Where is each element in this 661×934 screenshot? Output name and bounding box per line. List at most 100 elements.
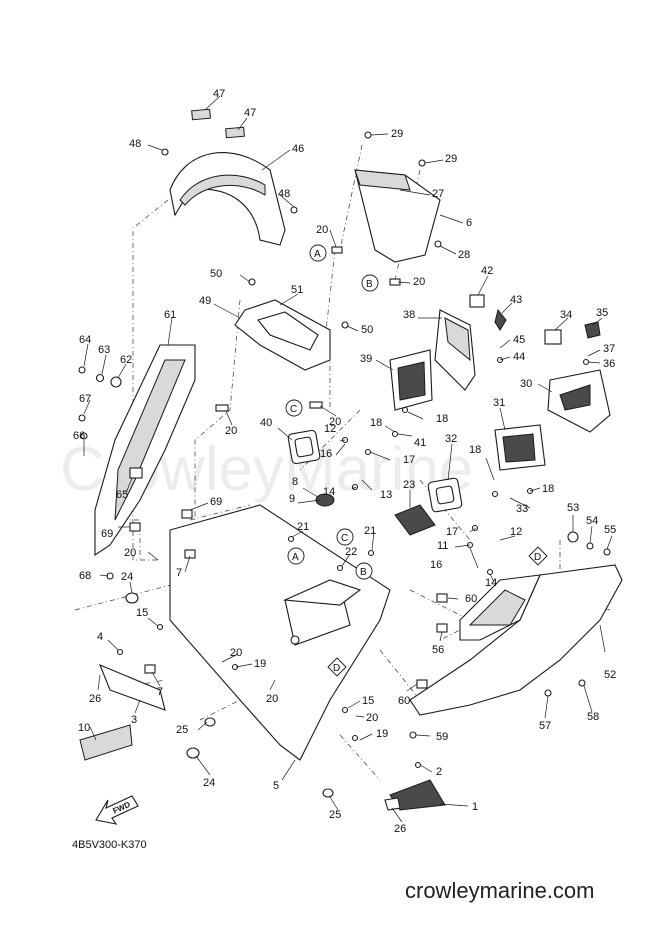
callout-44: 44 (513, 351, 525, 363)
callout-5: 5 (273, 780, 279, 792)
leader-lines (83, 95, 613, 823)
callout-1: 1 (472, 801, 478, 813)
part-24-damper-b (186, 747, 200, 759)
callout-47: 47 (244, 107, 256, 119)
part-47-pad-b (225, 126, 245, 139)
callout-21: 21 (297, 521, 309, 533)
callout-51: 51 (291, 284, 303, 296)
part-23-grille (394, 504, 436, 536)
callout-16: 16 (320, 448, 332, 460)
part-69-clip-b (129, 522, 141, 532)
svg-text:A: A (292, 552, 299, 563)
callout-4: 4 (97, 631, 103, 643)
callout-49: 49 (199, 295, 211, 307)
part-56-clip (436, 623, 448, 633)
ref-b-mid (355, 562, 373, 580)
ref-b-top (361, 274, 379, 292)
diagram-code: 4B5V300-K370 (72, 839, 147, 851)
callout-54: 54 (586, 515, 598, 527)
part-20-clip-d (215, 404, 229, 412)
part-66-collar (80, 432, 88, 440)
ref-a-top (309, 244, 327, 262)
callout-62: 62 (120, 354, 132, 366)
callout-35: 35 (596, 307, 608, 319)
part-5-frame (169, 504, 391, 761)
callout-69: 69 (101, 528, 113, 540)
callout-45: 45 (513, 334, 525, 346)
callout-2: 2 (436, 766, 442, 778)
callout-3: 3 (131, 714, 137, 726)
callout-61: 61 (164, 309, 176, 321)
callout-15: 15 (136, 607, 148, 619)
part-20-clip-c (309, 401, 323, 409)
callout-8: 8 (292, 476, 298, 488)
callout-43: 43 (510, 294, 522, 306)
callout-24: 24 (121, 571, 133, 583)
part-25-spring (204, 717, 216, 727)
part-35-clip (584, 321, 601, 339)
svg-text:B: B (366, 279, 373, 290)
part-50-screw-b (341, 321, 349, 329)
callout-6: 6 (466, 217, 472, 229)
part-58-bolt (578, 679, 586, 687)
callout-26: 26 (394, 823, 406, 835)
part-29-screw-b (418, 159, 426, 167)
callout-66: 66 (73, 430, 85, 442)
part-29-screw (364, 131, 372, 139)
callout-39: 39 (360, 353, 372, 365)
callout-50: 50 (361, 324, 373, 336)
callout-21: 21 (364, 525, 376, 537)
part-64-bolt (78, 366, 86, 374)
callout-59: 59 (436, 731, 448, 743)
callout-15: 15 (362, 695, 374, 707)
callout-60: 60 (465, 593, 477, 605)
callout-47: 47 (213, 88, 225, 100)
part-48-screw-b (290, 206, 298, 214)
ref-c-mid (336, 528, 354, 546)
callout-63: 63 (98, 344, 110, 356)
part-55-bolt (603, 548, 611, 556)
svg-text:C: C (290, 404, 297, 415)
callout-36: 36 (603, 358, 615, 370)
callout-18: 18 (542, 483, 554, 495)
part-59-screw (409, 731, 417, 739)
callout-20: 20 (413, 276, 425, 288)
callout-69: 69 (210, 496, 222, 508)
callout-37: 37 (603, 343, 615, 355)
svg-text:D: D (534, 552, 541, 563)
part-9-grommet (315, 493, 335, 507)
reference-markers: A B C C A B D D (285, 244, 548, 677)
callout-19: 19 (376, 728, 388, 740)
callout-67: 67 (79, 393, 91, 405)
fwd-arrow-icon (95, 795, 139, 825)
part-50-screw (248, 278, 256, 286)
callout-42: 42 (481, 265, 493, 277)
part-47-pad (191, 108, 211, 121)
callout-20: 20 (230, 647, 242, 659)
callout-32: 32 (445, 433, 457, 445)
ref-d-right (528, 546, 548, 566)
part-53-grommet (567, 531, 579, 543)
part-60-clip-b (416, 679, 428, 689)
callout-58: 58 (587, 711, 599, 723)
part-43-clamp (494, 308, 507, 331)
callout-48: 48 (129, 138, 141, 150)
callout-14: 14 (323, 486, 335, 498)
part-52-right-side-cover (409, 564, 623, 716)
callout-20: 20 (366, 712, 378, 724)
callout-53: 53 (567, 502, 579, 514)
callout-20: 20 (266, 693, 278, 705)
callout-65: 65 (116, 489, 128, 501)
callout-17: 17 (446, 526, 458, 538)
part-65-clip (129, 467, 143, 479)
callout-46: 46 (292, 143, 304, 155)
callout-29: 29 (391, 128, 403, 140)
part-67-bolt (78, 414, 86, 422)
callout-14: 14 (485, 577, 497, 589)
part-7-bracket-b (144, 664, 156, 674)
part-10-pad (79, 724, 133, 761)
callout-41: 41 (414, 437, 426, 449)
callout-9: 9 (289, 493, 295, 505)
